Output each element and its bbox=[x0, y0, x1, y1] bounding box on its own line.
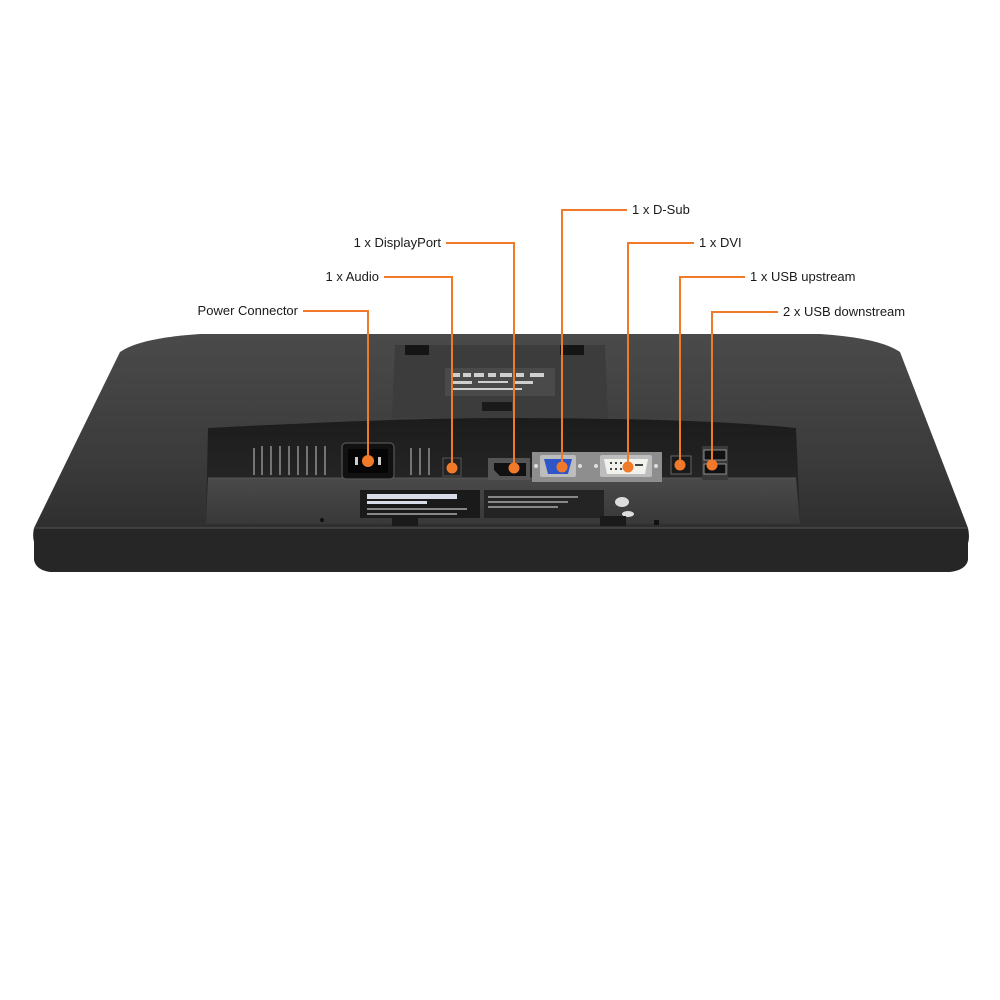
foot-tab-left bbox=[392, 516, 418, 526]
callout-line-usb-upstream bbox=[679, 276, 745, 465]
callout-line-dvi bbox=[627, 242, 694, 467]
callout-line-displayport bbox=[446, 242, 515, 468]
callout-label-power: Power Connector bbox=[197, 303, 298, 318]
callout-label-displayport: 1 x DisplayPort bbox=[353, 235, 441, 250]
callout-label-usb-upstream: 1 x USB upstream bbox=[750, 269, 856, 284]
vent-slots-left bbox=[253, 446, 326, 475]
callout-label-dsub: 1 x D-Sub bbox=[632, 202, 690, 217]
callout-line-power bbox=[303, 310, 369, 461]
video-port-plate bbox=[532, 452, 662, 482]
callout-line-usb-downstream bbox=[711, 311, 778, 465]
callout-label-audio: 1 x Audio bbox=[325, 269, 380, 284]
callout-label-dvi: 1 x DVI bbox=[699, 235, 742, 250]
stand-mount-plate bbox=[392, 345, 608, 418]
callout-label-usb-downstream: 2 x USB downstream bbox=[783, 304, 906, 319]
serial-label-sticker bbox=[360, 490, 634, 518]
callout-line-dsub bbox=[561, 209, 627, 467]
callout-lines bbox=[303, 209, 778, 468]
foot-tab-right bbox=[600, 516, 626, 526]
callout-dots bbox=[362, 455, 718, 474]
callout-line-audio bbox=[384, 276, 453, 468]
vent-slots-mid bbox=[410, 448, 430, 475]
